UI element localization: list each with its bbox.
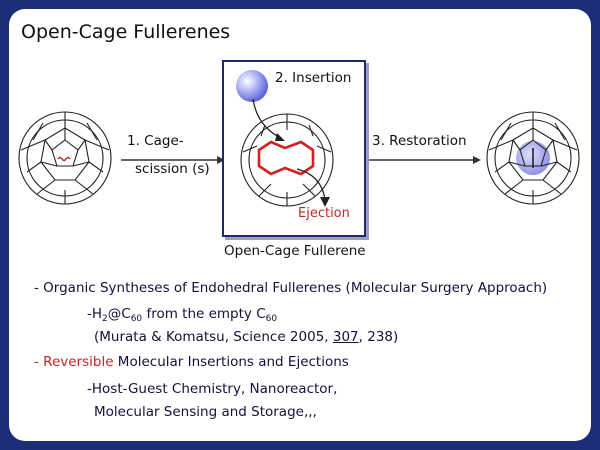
insertion-curve-arrow <box>252 98 285 141</box>
arrow-right-3 <box>369 156 481 164</box>
ejection-curve-arrow <box>296 168 330 207</box>
open-cage-caption: Open-Cage Fullerene <box>224 243 366 259</box>
b2-sub-60: 60 <box>130 314 143 324</box>
b2-part: -H <box>87 306 103 322</box>
endohedral-fullerene-icon <box>486 111 580 205</box>
bullet-reversible: - Reversible Molecular Insertions and Ej… <box>34 354 349 370</box>
ejection-label: Ejection <box>298 206 350 221</box>
citation-start: (Murata & Komatsu, Science 2005, <box>94 329 333 345</box>
guest-molecule-sphere-icon <box>236 70 268 102</box>
slide-title: Open-Cage Fullerenes <box>21 21 231 43</box>
b2-sub-2: 2 <box>102 314 108 324</box>
citation-end: , 238) <box>358 329 399 345</box>
step-1-label: 1. Cage- <box>127 133 184 149</box>
bullet-h2-at-c60: -H2@C60 from the empty C60 <box>87 306 277 324</box>
step-1-label-line2: scission (s) <box>135 161 210 177</box>
bullet-citation: (Murata & Komatsu, Science 2005, 307, 23… <box>94 329 398 345</box>
b2-sub-60b: 60 <box>265 314 278 324</box>
b2-part: @C <box>107 306 131 322</box>
b2-part: from the empty C <box>142 306 266 322</box>
step-3-label: 3. Restoration <box>372 133 467 149</box>
arrow-right-1 <box>121 156 225 164</box>
open-cage-fullerene-icon <box>240 113 334 207</box>
reversible-word: Reversible <box>43 354 114 370</box>
fullerene-c60-icon <box>18 111 112 205</box>
bullet-organic-syntheses: - Organic Syntheses of Endohedral Fuller… <box>34 280 548 296</box>
b4-dash: - <box>34 354 44 370</box>
bullet-host-guest: -Host-Guest Chemistry, Nanoreactor, <box>87 381 338 397</box>
citation-volume: 307 <box>332 329 359 345</box>
step-2-label: 2. Insertion <box>275 70 352 86</box>
bullet-molecular-sensing: Molecular Sensing and Storage,,, <box>94 404 317 420</box>
slide: Open-Cage Fullerenes <box>9 9 591 441</box>
b4-rest: Molecular Insertions and Ejections <box>113 354 349 370</box>
